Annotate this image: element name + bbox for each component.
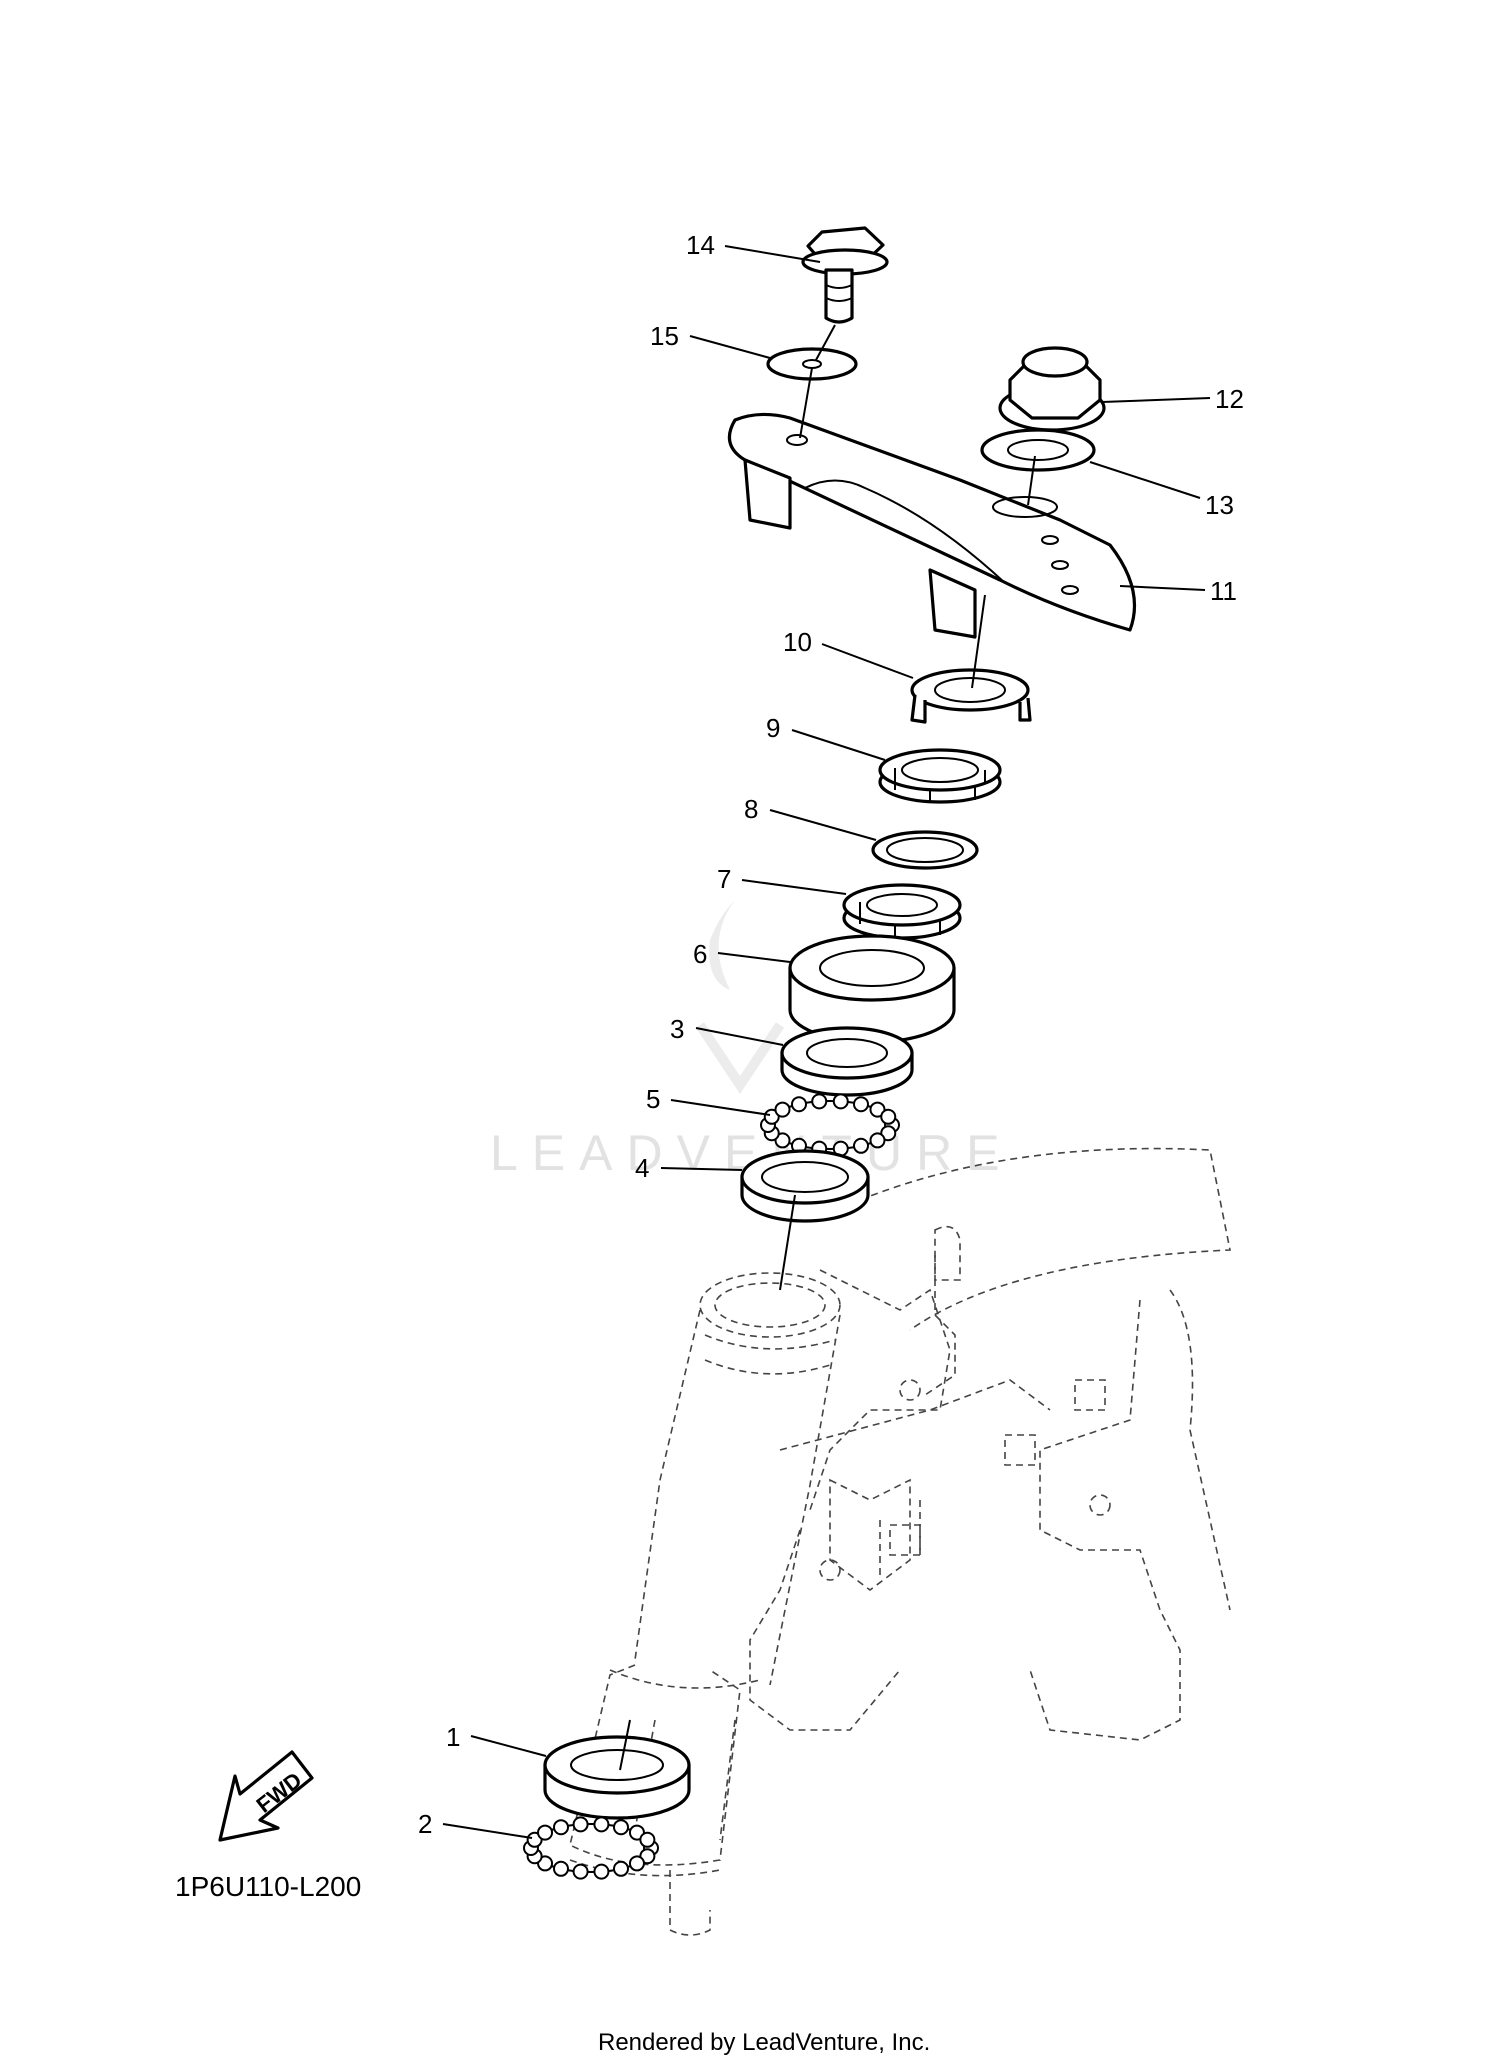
watermark-v-icon	[695, 1022, 785, 1095]
callout-5: 5	[646, 1084, 660, 1114]
assembly-center-lines	[619, 324, 1036, 1771]
bearing-ball	[869, 1101, 886, 1118]
watermark: LEADVENTURE	[490, 900, 1000, 1181]
bearing-ball	[880, 1125, 897, 1142]
frame-ghost	[569, 1147, 1231, 1936]
bearing-ball	[553, 1819, 569, 1836]
bearing-ball	[572, 1863, 589, 1880]
ring-nut-upper	[878, 748, 1002, 804]
bearing-ball	[811, 1093, 828, 1110]
callout-2: 2	[418, 1809, 432, 1839]
fwd-arrow-icon: FWD	[218, 1750, 314, 1842]
bearing-ball	[628, 1855, 645, 1872]
callout-13: 13	[1205, 490, 1234, 520]
bearing-ball	[537, 1824, 554, 1841]
bearing-ball	[791, 1096, 807, 1113]
bearing-ball	[774, 1101, 791, 1118]
steering-stem-nut	[998, 346, 1106, 432]
bearing-ball	[553, 1860, 569, 1877]
bearing-ball	[572, 1816, 589, 1833]
callout-4: 4	[635, 1153, 649, 1183]
bearing-ball	[613, 1860, 629, 1877]
washer	[766, 347, 858, 381]
callout-14: 14	[686, 230, 715, 260]
bearing-ball	[613, 1819, 629, 1836]
bearing-ball	[832, 1093, 849, 1110]
callout-labels: 1 2 3 4 5 6 7 8 9 10 11 12 13 14 15	[418, 230, 1244, 1839]
dust-seal	[788, 934, 956, 1044]
callout-15: 15	[650, 321, 679, 351]
bearing-ball	[774, 1132, 791, 1149]
callout-3: 3	[670, 1014, 684, 1044]
callout-1: 1	[446, 1722, 460, 1752]
watermark-flame-icon	[709, 900, 735, 990]
bearing-race-head-pipe	[740, 1149, 870, 1223]
ball-bearing-upper	[760, 1093, 900, 1157]
plain-washer	[980, 428, 1096, 472]
callout-9: 9	[766, 713, 780, 743]
callout-10: 10	[783, 627, 812, 657]
ring-nut-lower	[842, 883, 962, 940]
callout-12: 12	[1215, 384, 1244, 414]
lock-washer	[910, 668, 1032, 724]
callout-11: 11	[1210, 576, 1237, 606]
ball-bearing-lower	[523, 1816, 659, 1880]
bearing-race-lower	[543, 1735, 691, 1820]
bearing-ball	[869, 1132, 886, 1149]
rendered-by-footer: Rendered by LeadVenture, Inc.	[598, 2029, 930, 2056]
bearing-ball	[763, 1108, 780, 1125]
callout-7: 7	[717, 864, 731, 894]
bearing-ball	[853, 1137, 869, 1154]
rubber-washer	[871, 830, 979, 870]
leader-lines	[442, 245, 1211, 1839]
bearing-ball	[853, 1096, 869, 1113]
bearing-ball	[639, 1831, 656, 1848]
callout-8: 8	[744, 794, 758, 824]
bearing-ball	[593, 1863, 610, 1880]
bearing-ball	[880, 1108, 897, 1125]
bearing-ball	[593, 1816, 610, 1833]
bearing-race-upper	[780, 1026, 914, 1097]
bolt	[801, 226, 889, 324]
diagram-code: 1P6U110-L200	[175, 1871, 361, 1902]
upper-bracket	[727, 412, 1137, 639]
callout-6: 6	[693, 939, 707, 969]
